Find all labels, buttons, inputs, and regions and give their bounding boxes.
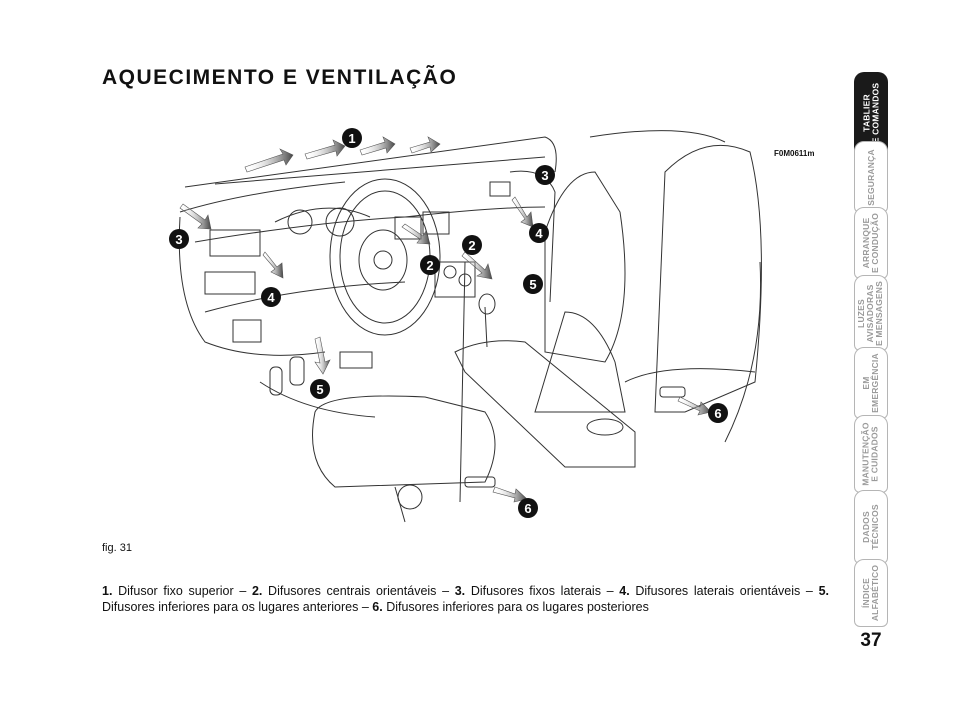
tab-arranque-conducao[interactable]: ARRANQUE E CONDUÇÃO bbox=[854, 207, 888, 279]
tab-tablier-comandos[interactable]: TABLIER E COMANDOS bbox=[854, 72, 888, 154]
svg-text:6: 6 bbox=[714, 406, 721, 421]
car-interior-ventilation-illustration: 1 2 2 3 3 4 4 5 5 6 6 bbox=[169, 128, 762, 523]
tab-em-emergencia[interactable]: EM EMERGÊNCIA bbox=[854, 347, 888, 419]
tab-dados-tecnicos[interactable]: DADOS TÉCNICOS bbox=[854, 490, 888, 564]
svg-text:5: 5 bbox=[316, 382, 323, 397]
callout-3-right: 3 bbox=[535, 165, 555, 185]
caption-item-2-num: 2. bbox=[251, 584, 263, 598]
caption-item-4-text: Difusores laterais orientáveis – bbox=[629, 584, 819, 598]
tab-manutencao-cuidados[interactable]: MANUTENÇÃO E CUIDADOS bbox=[854, 415, 888, 493]
svg-text:6: 6 bbox=[524, 501, 531, 516]
callout-6-right: 6 bbox=[708, 403, 728, 423]
figure-caption: 1. Difusor fixo superior – 2. Difusores … bbox=[102, 583, 829, 615]
tab-indice-alfabetico[interactable]: ÍNDICE ALFABÉTICO bbox=[854, 559, 888, 627]
tab-seguranca[interactable]: SEGURANÇA bbox=[854, 141, 888, 213]
callout-1: 1 bbox=[342, 128, 362, 148]
caption-item-1-num: 1. bbox=[102, 584, 113, 598]
svg-text:1: 1 bbox=[348, 131, 355, 146]
callout-4-right: 4 bbox=[529, 223, 549, 243]
caption-item-6-num: 6. bbox=[372, 600, 383, 614]
svg-text:4: 4 bbox=[535, 226, 543, 241]
callout-2-left: 2 bbox=[420, 255, 440, 275]
caption-item-5-text: Difusores inferiores para os lugares ant… bbox=[102, 600, 373, 614]
callout-3-left: 3 bbox=[169, 229, 189, 249]
caption-item-6-text: Difusores inferiores para os lugares pos… bbox=[382, 600, 649, 614]
svg-text:3: 3 bbox=[175, 232, 182, 247]
svg-text:2: 2 bbox=[426, 258, 433, 273]
caption-item-2-text: Difusores centrais orientáveis – bbox=[262, 584, 455, 598]
svg-text:5: 5 bbox=[529, 277, 536, 292]
svg-text:4: 4 bbox=[267, 290, 275, 305]
figure-code: F0M0611m bbox=[774, 149, 815, 158]
page-title: AQUECIMENTO E VENTILAÇÃO bbox=[102, 66, 458, 89]
callout-5-left: 5 bbox=[310, 379, 330, 399]
page-number: 37 bbox=[860, 630, 882, 651]
caption-item-1-text: Difusor fixo superior – bbox=[112, 584, 252, 598]
callout-2-right: 2 bbox=[462, 235, 482, 255]
figure-label: fig. 31 bbox=[102, 542, 132, 554]
svg-text:3: 3 bbox=[541, 168, 548, 183]
callout-6-bottom: 6 bbox=[518, 498, 538, 518]
callout-4-left: 4 bbox=[261, 287, 281, 307]
callout-5-right: 5 bbox=[523, 274, 543, 294]
caption-item-3-num: 3. bbox=[454, 584, 466, 598]
caption-item-3-text: Difusores fixos laterais – bbox=[465, 584, 620, 598]
svg-text:2: 2 bbox=[468, 238, 475, 253]
caption-item-4-num: 4. bbox=[619, 584, 630, 598]
tab-luzes-avisadoras[interactable]: LUZES AVISADORAS E MENSAGENS bbox=[854, 275, 888, 351]
caption-item-5-num: 5. bbox=[818, 584, 829, 598]
